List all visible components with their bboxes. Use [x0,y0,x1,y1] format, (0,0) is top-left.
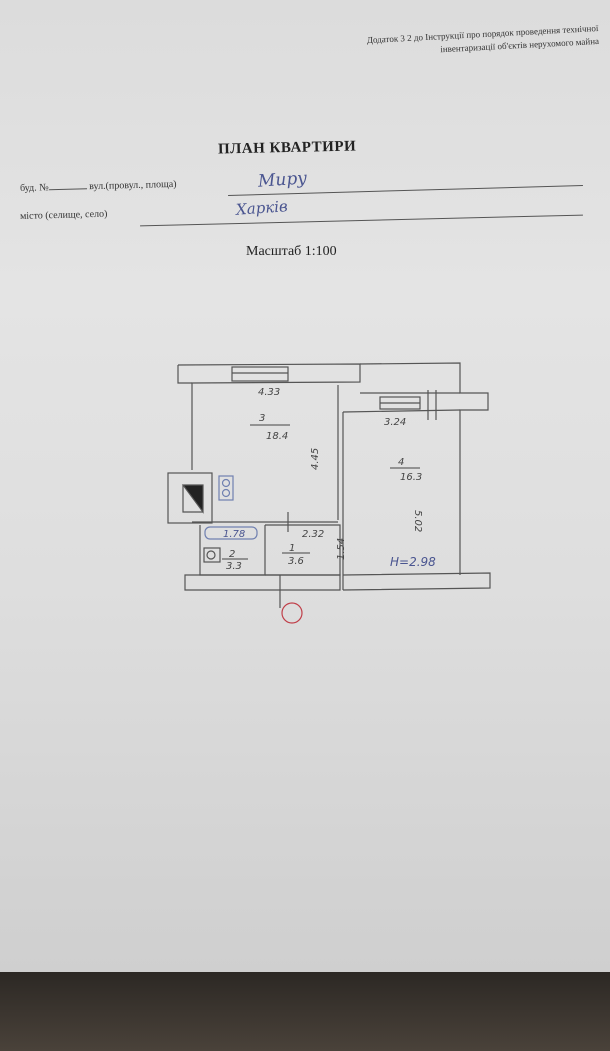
room4-length: 5.02 [412,510,423,532]
window-room3 [231,366,289,382]
ceiling-height: H=2.98 [390,555,436,569]
room3-area: 18.4 [266,431,288,442]
document-page [0,0,610,972]
wall-right [359,362,489,575]
stamp-circle [281,602,303,624]
wall-bottom [184,574,341,591]
wall-top-left [177,363,361,470]
table-surface [0,972,610,1051]
room3-number: 3 [259,413,265,424]
scale-label: Масштаб 1:100 [246,244,337,259]
room2-number: 2 [229,549,235,560]
stove-icon [218,475,234,501]
toilet-icon [203,547,221,563]
chimney [167,472,213,524]
room3-width: 4.33 [258,387,280,398]
room1-number: 1 [289,543,295,554]
room4-width: 3.24 [384,417,406,428]
room3-length: 4.45 [310,448,321,470]
bathtub-icon [204,526,258,540]
wall-room4-top [342,409,461,413]
room1-area: 3.6 [288,556,304,567]
room1-width: 2.32 [302,529,324,540]
room1-length: 1.54 [336,538,347,560]
wall-edge [177,365,192,384]
room4-number: 4 [398,457,404,468]
room2-area: 3.3 [226,561,242,572]
bath-length: 1.78 [223,529,245,540]
room4-area: 16.3 [400,472,422,483]
